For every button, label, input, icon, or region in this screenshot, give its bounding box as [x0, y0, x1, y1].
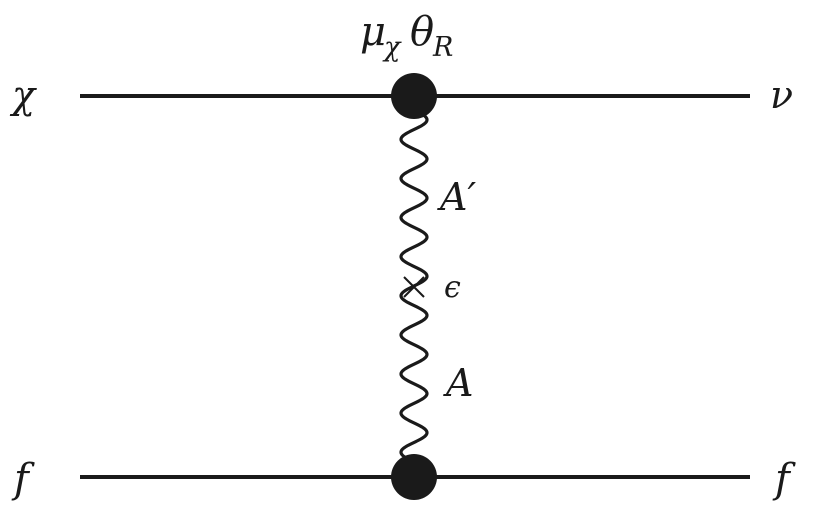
bottom-vertex	[391, 454, 437, 500]
mixing-epsilon-label: ϵ	[444, 270, 461, 305]
particle-f-left-label: f	[11, 456, 35, 502]
particle-chi-label: χ	[9, 73, 37, 117]
particle-f-right-label: f	[772, 456, 796, 502]
propagator-dark-photon-label: A′	[437, 175, 476, 219]
particle-nu-label: ν	[770, 73, 793, 117]
coupling-theta-subscript: R	[432, 32, 453, 63]
coupling-mu: μ	[360, 9, 386, 55]
top-vertex	[391, 73, 437, 119]
coupling-mu-subscript: χ	[382, 32, 402, 63]
vertex-coupling-label: μ χ θ R	[360, 9, 453, 63]
mixing-cross-icon	[403, 276, 425, 298]
propagator-photon-label: A	[443, 361, 473, 405]
coupling-theta: θ	[410, 9, 434, 55]
